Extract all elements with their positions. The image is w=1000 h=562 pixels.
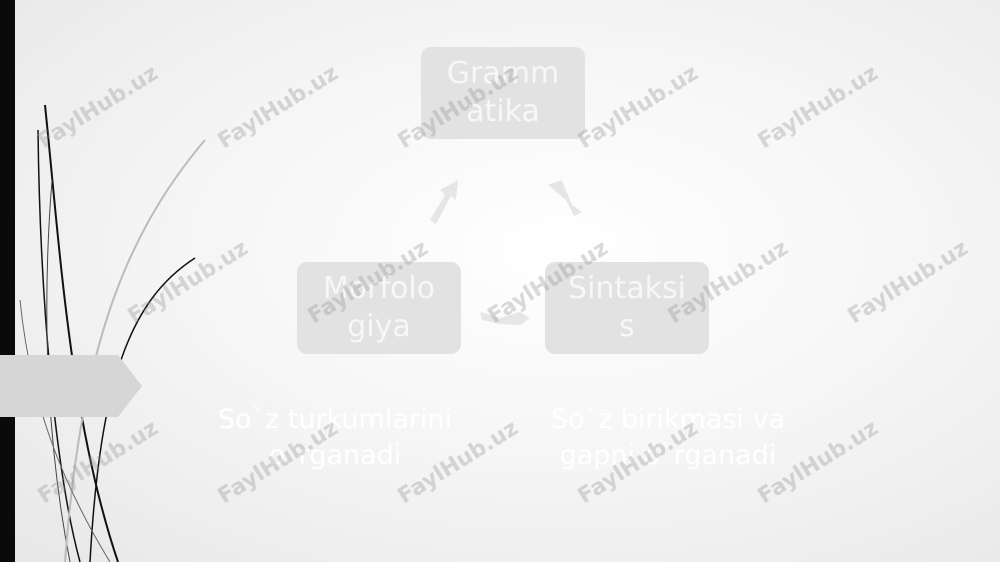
sintaksis-description: So`z birikmasi va gapni o`rganadi [550,404,786,471]
node-grammatika-label: Gramm atika [446,56,560,129]
slide-tab-shape [0,355,142,417]
node-sintaksis-label: Sintaksi s [568,271,686,344]
node-grammatika: Gramm atika [421,47,585,139]
node-morfologiya: Morfolo giya [297,262,461,354]
arrow-sint-morf [480,312,530,325]
node-sintaksis: Sintaksi s [545,262,709,354]
morfologiya-description: So`z turkumlarini o`rganadi [217,404,453,471]
node-morfologiya-label: Morfolo giya [322,271,436,344]
arrow-morf-gram [430,180,458,224]
arrow-gram-sint [548,176,582,216]
slide-left-bar [0,0,15,562]
